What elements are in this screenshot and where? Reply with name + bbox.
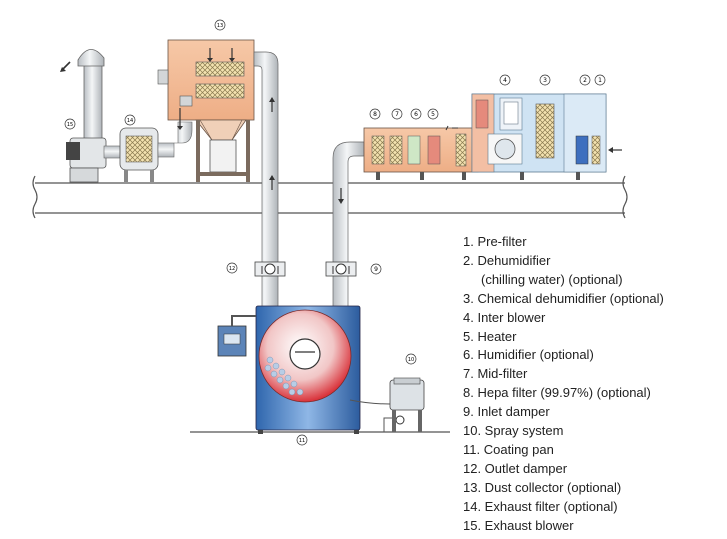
legend-item-label: 9. Inlet damper bbox=[463, 404, 550, 420]
legend-item: 3. Chemical dehumidifier (optional) bbox=[463, 290, 723, 309]
inlet-duct bbox=[332, 141, 365, 311]
component-legend: 1. Pre-filter 2. Dehumidifier (chilling wa… bbox=[463, 233, 723, 536]
callout-15: 15 bbox=[64, 118, 76, 130]
legend-item: 5. Heater bbox=[463, 328, 723, 347]
exhaust-blower bbox=[60, 49, 107, 183]
callout-6: 6 bbox=[410, 108, 422, 120]
callout-14: 14 bbox=[124, 114, 136, 126]
legend-item: 13. Dust collector (optional) bbox=[463, 479, 723, 498]
legend-item-label: 13. Dust collector (optional) bbox=[463, 479, 622, 495]
callout-5: 5 bbox=[427, 108, 439, 120]
legend-item-label: 6. Humidifier (optional) bbox=[463, 347, 594, 363]
callout-9: 9 bbox=[370, 263, 382, 275]
callout-9-text: 9 bbox=[374, 266, 378, 273]
legend-item: 12. Outlet damper bbox=[463, 460, 723, 479]
callout-3-text: 3 bbox=[543, 77, 547, 84]
legend-item: 6. Humidifier (optional) bbox=[463, 346, 723, 365]
legend-item-label: 5. Heater bbox=[463, 328, 517, 344]
callout-3: 3 bbox=[539, 74, 551, 86]
callout-12: 12 bbox=[226, 262, 238, 274]
callout-12-text: 12 bbox=[229, 266, 235, 272]
legend-item-label: 12. Outlet damper bbox=[463, 460, 568, 476]
outlet-damper bbox=[254, 261, 286, 277]
legend-item: 2. Dehumidifier (chilling water) (optiona… bbox=[463, 252, 723, 290]
legend-item-label: 14. Exhaust filter (optional) bbox=[463, 498, 618, 514]
callout-14-text: 14 bbox=[127, 118, 133, 124]
callout-13-text: 13 bbox=[217, 23, 223, 29]
callout-4-text: 4 bbox=[503, 77, 507, 84]
dust-collector bbox=[157, 39, 255, 182]
legend-item: 8. Hepa filter (99.97%) (optional) bbox=[463, 384, 723, 403]
callout-11-text: 11 bbox=[299, 438, 305, 444]
air-handling-unit bbox=[363, 93, 622, 180]
building-floor-lines bbox=[32, 175, 628, 433]
callout-10-text: 10 bbox=[408, 357, 414, 363]
callout-10: 10 bbox=[405, 353, 417, 365]
callout-7: 7 bbox=[391, 108, 403, 120]
legend-item: 14. Exhaust filter (optional) bbox=[463, 498, 723, 517]
exhaust-filter bbox=[103, 121, 193, 182]
legend-item: 1. Pre-filter bbox=[463, 233, 723, 252]
legend-item: 10. Spray system bbox=[463, 422, 723, 441]
legend-item-label: 2. Dehumidifier bbox=[463, 252, 551, 268]
legend-item-label: 4. Inter blower bbox=[463, 309, 546, 325]
callout-7-text: 7 bbox=[395, 111, 399, 118]
callout-6-text: 6 bbox=[414, 111, 418, 118]
callout-15-text: 15 bbox=[67, 122, 73, 128]
legend-item-label: 7. Mid-filter bbox=[463, 366, 528, 382]
legend-item: 4. Inter blower bbox=[463, 309, 723, 328]
callout-8-text: 8 bbox=[373, 111, 377, 118]
legend-item-label: 3. Chemical dehumidifier (optional) bbox=[463, 290, 664, 306]
legend-item-label: 11. Coating pan bbox=[463, 441, 554, 457]
callout-1-text: 1 bbox=[598, 77, 602, 84]
legend-item-label: 8. Hepa filter (99.97%) (optional) bbox=[463, 385, 651, 401]
callout-2: 2 bbox=[579, 74, 591, 86]
legend-item: 7. Mid-filter bbox=[463, 365, 723, 384]
legend-item-sublabel: (chilling water) (optional) bbox=[481, 271, 623, 287]
callouts: 1 2 3 4 5 6 7 8 9 10 11 12 13 14 15 bbox=[64, 19, 606, 446]
legend-item: 9. Inlet damper bbox=[463, 403, 723, 422]
coating-pan bbox=[255, 305, 361, 434]
legend-item-label: 10. Spray system bbox=[463, 423, 564, 439]
legend-item-label: 15. Exhaust blower bbox=[463, 517, 574, 533]
callout-5-text: 5 bbox=[431, 111, 435, 118]
callout-8: 8 bbox=[369, 108, 381, 120]
callout-4: 4 bbox=[499, 74, 511, 86]
callout-1: 1 bbox=[594, 74, 606, 86]
inlet-damper bbox=[325, 261, 357, 277]
callout-11: 11 bbox=[296, 434, 308, 446]
legend-item: 11. Coating pan bbox=[463, 441, 723, 460]
legend-item: 15. Exhaust blower bbox=[463, 517, 723, 536]
callout-2-text: 2 bbox=[583, 77, 587, 84]
legend-item-label: 1. Pre-filter bbox=[463, 234, 527, 249]
callout-13: 13 bbox=[214, 19, 226, 31]
spray-system bbox=[349, 377, 425, 432]
control-box bbox=[217, 315, 256, 357]
